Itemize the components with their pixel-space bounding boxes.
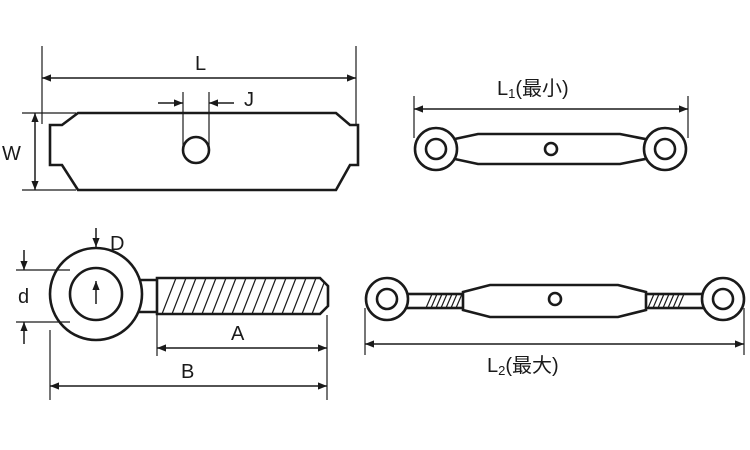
- label-l2-main: L: [487, 355, 498, 377]
- turnbuckle-max-left-eye-hole: [375, 287, 399, 311]
- label-l1-main: L: [497, 78, 508, 100]
- label-a: A: [231, 323, 245, 345]
- turnbuckle-min-right-eye-hole: [653, 137, 677, 161]
- body-plan-view: L J W: [2, 46, 360, 192]
- label-j: J: [244, 89, 254, 111]
- turnbuckle-min-center-hole: [543, 141, 559, 157]
- label-l2-note: (最大): [505, 354, 558, 377]
- turnbuckle-min-left-eye-hole: [424, 137, 448, 161]
- label-l1: L1(最小): [497, 77, 569, 101]
- label-d-upper: D: [110, 233, 124, 255]
- label-l1-subscript: 1: [508, 86, 515, 101]
- turnbuckle-max-center-hole: [547, 291, 563, 307]
- turnbuckle-max-right-eye-hole: [711, 287, 735, 311]
- eye-bolt-view: D d A B: [16, 228, 330, 400]
- label-l: L: [195, 53, 206, 75]
- eye-bolt-thread: [155, 276, 330, 316]
- turnbuckle-max-view: L2(最大): [364, 276, 746, 378]
- turnbuckle-min-view: L1(最小): [413, 77, 689, 172]
- label-l2: L2(最大): [487, 354, 559, 378]
- label-d-lower: d: [18, 286, 29, 308]
- label-w: W: [2, 143, 21, 165]
- body-center-hole: [181, 135, 211, 165]
- eye-bolt-thread-hatch: [161, 277, 325, 315]
- turnbuckle-max-rod-hatch: [425, 293, 685, 309]
- label-l1-note: (最小): [515, 77, 568, 100]
- label-b: B: [181, 361, 194, 383]
- label-l2-subscript: 2: [498, 363, 505, 378]
